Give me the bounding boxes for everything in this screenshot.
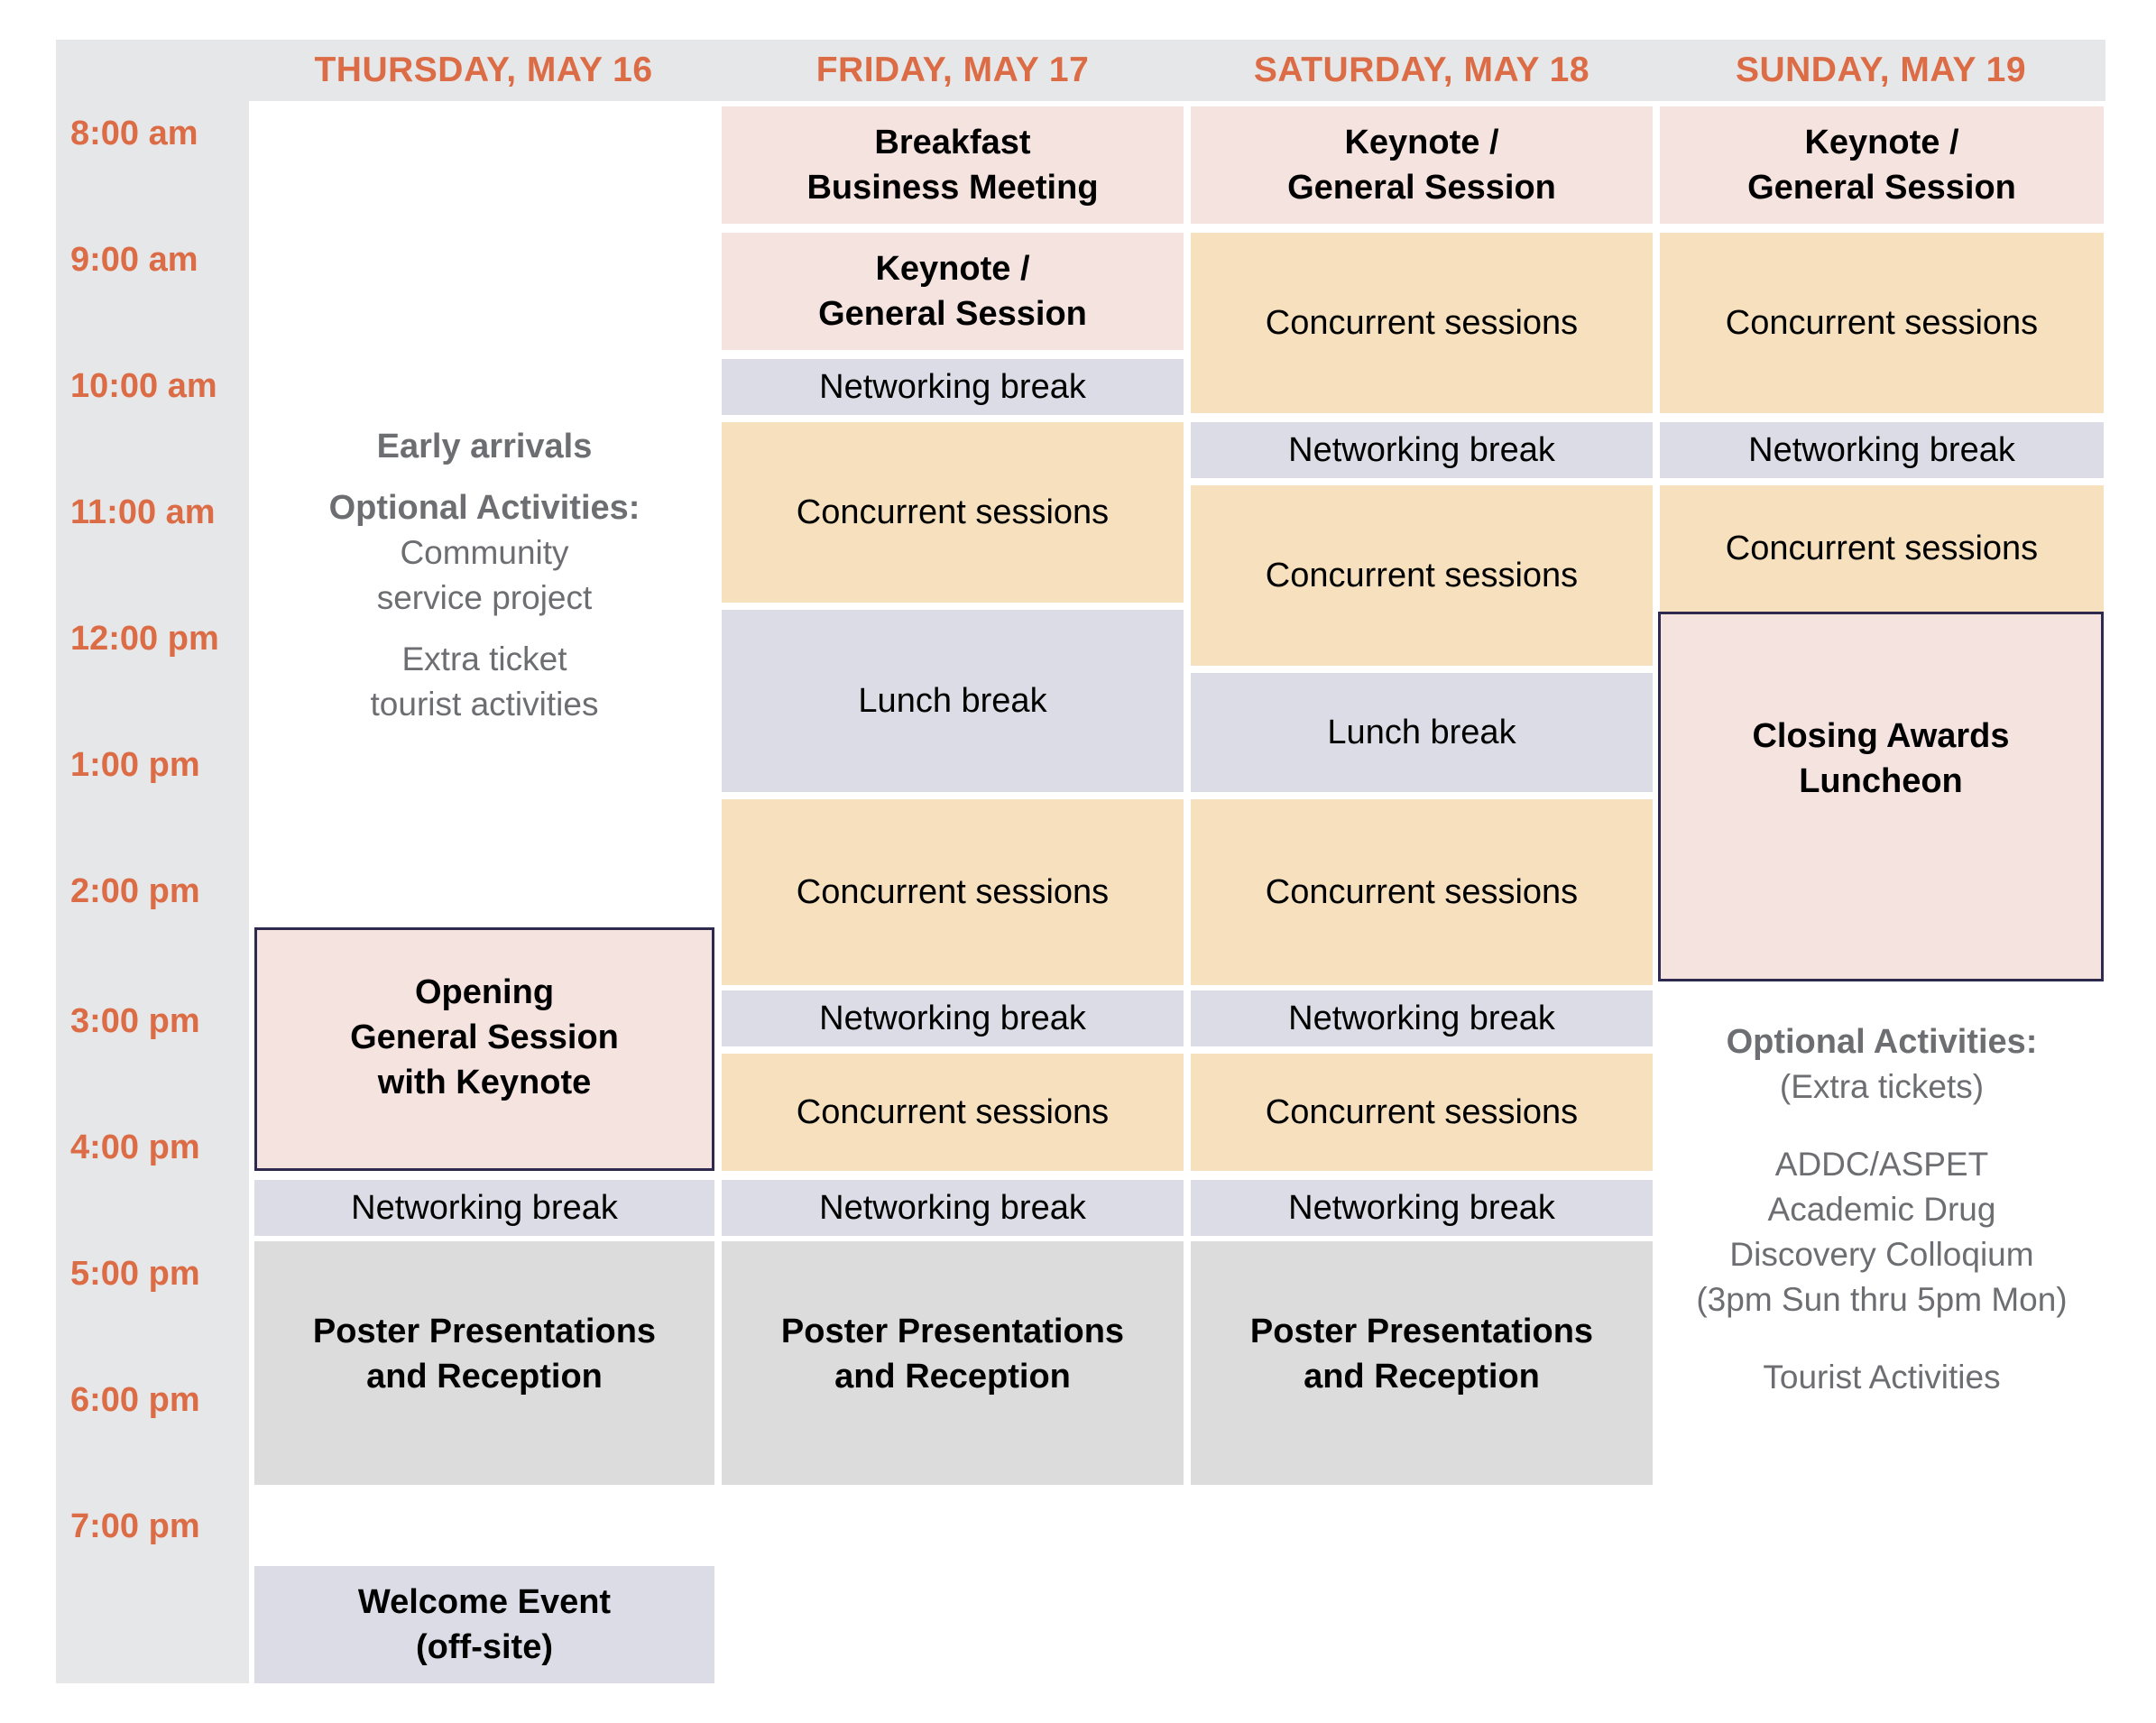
time-label: 10:00 am [70,367,217,405]
networking-break-label: Networking break [819,368,1086,406]
closing-awards-luncheon[interactable]: Closing Awards Luncheon [1658,612,2104,981]
saturday-concurrent-sessions-3[interactable]: Concurrent sessions [1191,799,1653,985]
networking-break-label: Networking break [351,1189,618,1227]
day-header-sunday: SUNDAY, MAY 19 [1735,51,2027,89]
time-label: 4:00 pm [70,1129,200,1166]
thursday-optional-activities: Early arrivals Optional Activities: Comm… [254,424,714,749]
friday-lunch-break[interactable]: Lunch break [722,610,1184,792]
lunch-break-label: Lunch break [1327,714,1516,751]
time-label: 5:00 pm [70,1255,200,1293]
time-label: 2:00 pm [70,872,200,910]
optional-activities-label: Optional Activities: [1726,1023,2038,1061]
friday-keynote[interactable]: Keynote / General Session [722,233,1184,350]
colloquium-item: ADDC/ASPET Academic Drug Discovery Collo… [1696,1146,2068,1318]
saturday-concurrent-sessions-1[interactable]: Concurrent sessions [1191,233,1653,413]
concurrent-sessions-label: Concurrent sessions [1265,304,1579,342]
friday-concurrent-sessions-1[interactable]: Concurrent sessions [722,422,1184,603]
poster-reception-label: Poster Presentations and Reception [1249,1313,1594,1396]
lunch-break-label: Lunch break [858,682,1047,720]
day-header-thursday: THURSDAY, MAY 16 [314,51,653,89]
saturday-networking-break-1[interactable]: Networking break [1191,422,1653,478]
tourist-activities-item: Tourist Activities [1763,1359,2001,1396]
networking-break-label: Networking break [819,1000,1086,1037]
sunday-optional-activities: Optional Activities: (Extra tickets) ADD… [1660,1019,2104,1416]
time-label: 7:00 pm [70,1507,200,1545]
concurrent-sessions-label: Concurrent sessions [796,1093,1110,1131]
thursday-poster-reception[interactable]: Poster Presentations and Reception [254,1241,714,1485]
saturday-poster-reception[interactable]: Poster Presentations and Reception [1191,1241,1653,1485]
sunday-networking-break[interactable]: Networking break [1660,422,2104,478]
friday-concurrent-sessions-2[interactable]: Concurrent sessions [722,799,1184,985]
poster-reception-label: Poster Presentations and Reception [312,1313,657,1396]
friday-poster-reception[interactable]: Poster Presentations and Reception [722,1241,1184,1485]
opening-session-label: Opening General Session with Keynote [350,973,619,1101]
thursday-networking-break[interactable]: Networking break [254,1180,714,1236]
poster-reception-label: Poster Presentations and Reception [780,1313,1125,1396]
saturday-networking-break-3[interactable]: Networking break [1191,1180,1653,1236]
opening-general-session[interactable]: Opening General Session with Keynote [254,927,714,1171]
welcome-event-label: Welcome Event (off-site) [357,1583,612,1666]
friday-networking-break-1[interactable]: Networking break [722,359,1184,415]
day-header-friday: FRIDAY, MAY 17 [815,51,1090,89]
welcome-event[interactable]: Welcome Event (off-site) [254,1566,714,1683]
concurrent-sessions-label: Concurrent sessions [1265,873,1579,911]
concurrent-sessions-label: Concurrent sessions [1265,557,1579,594]
concurrent-sessions-label: Concurrent sessions [796,493,1110,531]
saturday-concurrent-sessions-2[interactable]: Concurrent sessions [1191,485,1653,666]
concurrent-sessions-label: Concurrent sessions [1725,304,2039,342]
time-label: 3:00 pm [70,1002,200,1040]
networking-break-label: Networking break [1748,431,2015,469]
sunday-keynote[interactable]: Keynote / General Session [1660,106,2104,224]
networking-break-label: Networking break [1288,1189,1555,1227]
networking-break-label: Networking break [1288,1000,1555,1037]
sunday-concurrent-sessions-1[interactable]: Concurrent sessions [1660,233,2104,413]
time-label: 11:00 am [70,493,216,531]
saturday-lunch-break[interactable]: Lunch break [1191,673,1653,792]
time-label: 1:00 pm [70,746,200,784]
networking-break-label: Networking break [1288,431,1555,469]
sunday-concurrent-sessions-2[interactable]: Concurrent sessions [1660,485,2104,612]
extra-tickets-label: (Extra tickets) [1779,1068,1985,1105]
saturday-keynote[interactable]: Keynote / General Session [1191,106,1653,224]
keynote-label: Keynote / General Session [1287,124,1556,207]
day-header-saturday: SATURDAY, MAY 18 [1253,51,1590,89]
time-column [56,40,249,1683]
keynote-label: Keynote / General Session [818,250,1087,333]
friday-networking-break-2[interactable]: Networking break [722,990,1184,1046]
saturday-concurrent-sessions-4[interactable]: Concurrent sessions [1191,1054,1653,1171]
extra-ticket-item: Extra ticket tourist activities [370,640,599,723]
networking-break-label: Networking break [819,1189,1086,1227]
breakfast-meeting-label: Breakfast Business Meeting [806,124,1099,207]
closing-luncheon-label: Closing Awards Luncheon [1752,717,2010,800]
time-label: 12:00 pm [70,620,219,658]
time-label: 9:00 am [70,241,198,279]
saturday-networking-break-2[interactable]: Networking break [1191,990,1653,1046]
time-label: 8:00 am [70,115,198,152]
concurrent-sessions-label: Concurrent sessions [1265,1093,1579,1131]
time-label: 6:00 pm [70,1381,200,1419]
keynote-label: Keynote / General Session [1747,124,2016,207]
friday-networking-break-3[interactable]: Networking break [722,1180,1184,1236]
early-arrivals-label: Early arrivals [376,428,593,465]
community-service-item: Community service project [376,534,593,616]
friday-concurrent-sessions-3[interactable]: Concurrent sessions [722,1054,1184,1171]
concurrent-sessions-label: Concurrent sessions [796,873,1110,911]
optional-activities-label: Optional Activities: [328,489,640,527]
concurrent-sessions-label: Concurrent sessions [1725,530,2039,567]
friday-breakfast-meeting[interactable]: Breakfast Business Meeting [722,106,1184,224]
header-band [56,40,2105,101]
